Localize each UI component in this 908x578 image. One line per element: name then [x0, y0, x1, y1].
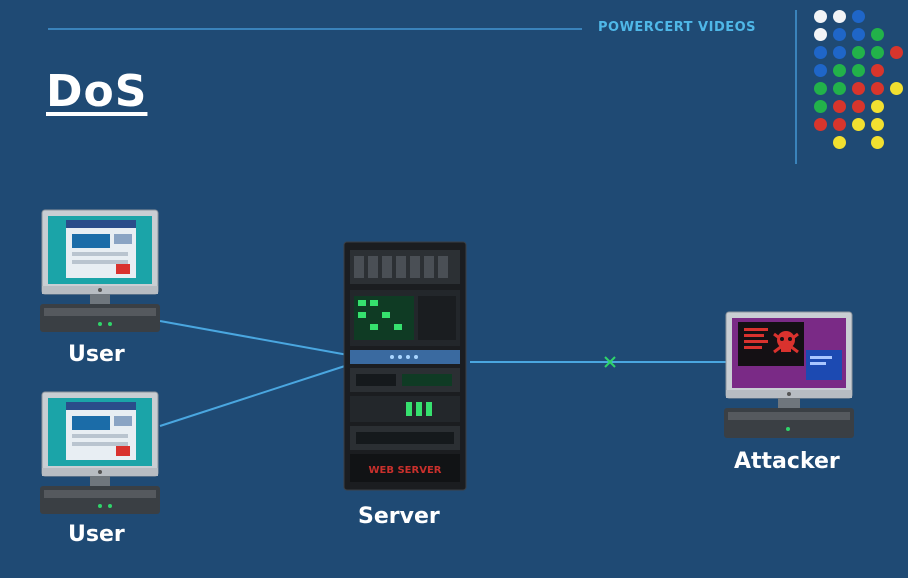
logo-dot [833, 28, 846, 41]
logo-dot [852, 10, 865, 23]
logo-dot [814, 118, 827, 131]
attacker-label: Attacker [734, 449, 840, 474]
logo-dot [814, 100, 827, 113]
logo-dot [833, 10, 846, 23]
rack-label: WEB SERVER [369, 465, 442, 476]
logo-divider [795, 10, 797, 164]
link-user1-server [159, 320, 349, 356]
logo-dot [814, 28, 827, 41]
header-rule [48, 28, 582, 30]
logo-dot [871, 136, 884, 149]
link-user2-server [159, 364, 349, 427]
user-computer-2 [40, 391, 160, 514]
brand-label: POWERCERT VIDEOS [598, 20, 757, 35]
logo-dot [814, 64, 827, 77]
logo-dot [852, 118, 865, 131]
skull-icon [773, 331, 799, 354]
logo-dot [852, 28, 865, 41]
logo-dot [833, 100, 846, 113]
attacker-computer [724, 311, 854, 438]
logo-dot [852, 82, 865, 95]
logo-dot [814, 46, 827, 59]
logo-dot [833, 118, 846, 131]
logo-dot [871, 82, 884, 95]
logo-dot [871, 28, 884, 41]
logo-dot [871, 46, 884, 59]
logo-dot [852, 64, 865, 77]
page-title: DoS [46, 66, 148, 117]
user-label-1: User [68, 342, 125, 367]
logo-dot [833, 136, 846, 149]
logo-dot [871, 64, 884, 77]
server-rack: WEB SERVER [343, 241, 467, 491]
logo-dot [814, 82, 827, 95]
user-computer-1 [40, 209, 160, 332]
logo-dot [852, 100, 865, 113]
logo-dot [871, 100, 884, 113]
server-label: Server [358, 504, 440, 529]
logo-dot [833, 64, 846, 77]
logo-dot [833, 46, 846, 59]
logo-dot [833, 82, 846, 95]
attack-marker-icon [604, 356, 616, 368]
logo-dot [890, 46, 903, 59]
logo-dot [890, 82, 903, 95]
logo-dot [871, 118, 884, 131]
user-label-2: User [68, 522, 125, 547]
logo-dot [814, 10, 827, 23]
logo-dot [852, 46, 865, 59]
